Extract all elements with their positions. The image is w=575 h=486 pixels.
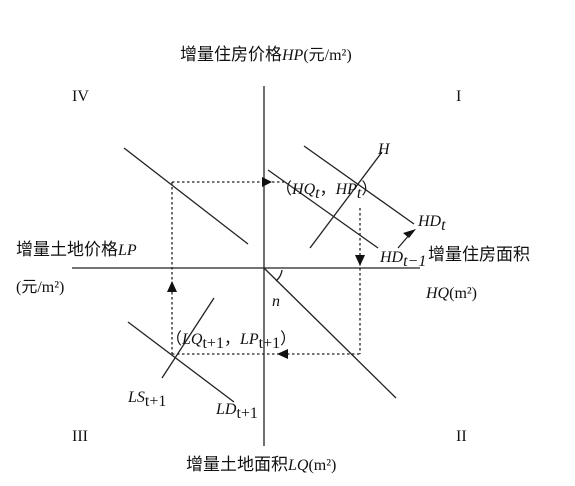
curve-hd-t — [303, 145, 415, 225]
arrow-shift-hd-stem — [397, 233, 411, 249]
quadrant-label-iv: IV — [72, 88, 89, 105]
curve-label-ls: LSt+1 — [127, 389, 166, 410]
arrow-left-bottom — [277, 349, 288, 359]
quadrant-label-i: I — [456, 88, 461, 105]
arrow-shift-hd — [403, 229, 416, 238]
left-axis-unit: (元/m²) — [16, 279, 64, 296]
arrow-up-left — [167, 281, 177, 292]
right-axis-label: 增量住房面积 — [428, 245, 530, 265]
curve-ld — [127, 321, 235, 403]
quadrant-ii-line — [263, 267, 397, 399]
curve-label-h: H — [377, 141, 391, 158]
quadrant-iv-line — [123, 147, 249, 245]
curve-label-hd-t: HDt — [417, 213, 446, 234]
point-label-top: （HQt，HPt） — [276, 180, 377, 202]
top-axis-label: 增量住房价格HP(元/m²) — [180, 45, 352, 65]
point-label-bottom: （LQt+1，LPt+1） — [166, 330, 296, 352]
curve-label-hd-t-minus-1: HDt−1 — [379, 249, 426, 270]
left-axis-label: 增量土地价格LP — [16, 240, 137, 260]
arrow-down-right — [355, 255, 365, 266]
curve-ls — [161, 297, 215, 379]
bottom-axis-label: 增量土地面积LQ(m²) — [186, 455, 336, 475]
quadrant-label-ii: II — [456, 428, 467, 445]
curve-h — [309, 151, 383, 249]
right-axis-unit: HQ(m²) — [425, 285, 477, 302]
angle-arc — [275, 269, 283, 282]
curve-label-ld: LDt+1 — [215, 401, 258, 422]
angle-label-n: n — [272, 293, 280, 310]
arrow-right-top — [262, 177, 272, 187]
quadrant-label-iii: III — [72, 428, 88, 445]
